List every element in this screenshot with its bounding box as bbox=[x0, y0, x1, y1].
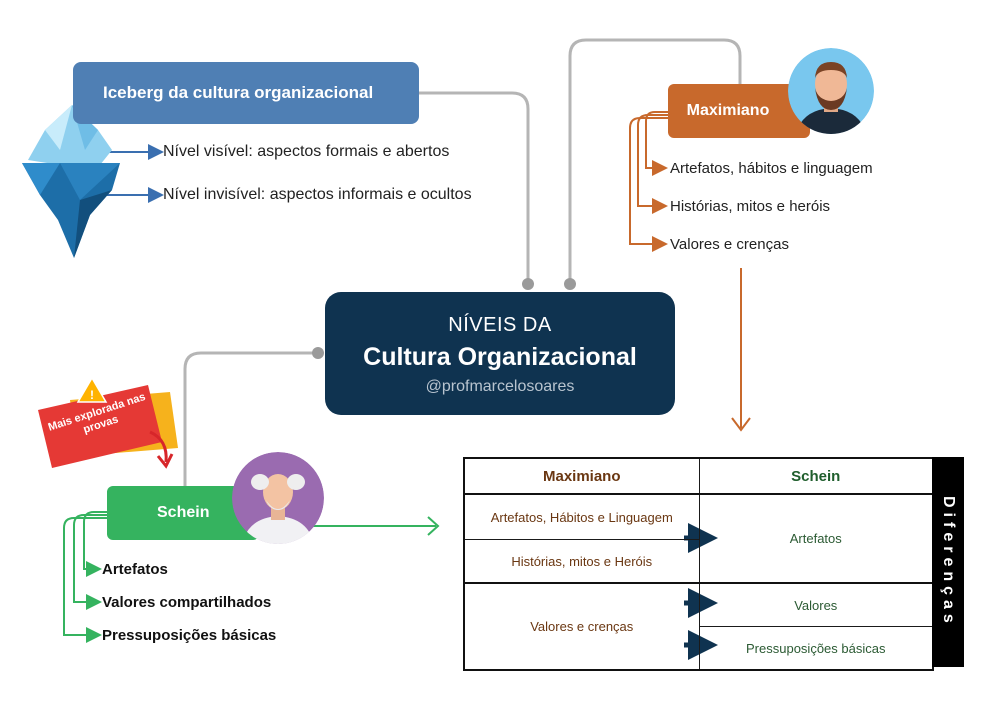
schein-avatar bbox=[232, 452, 324, 544]
schein-title: Schein bbox=[157, 504, 210, 521]
maximiano-title: Maximiano bbox=[686, 102, 770, 119]
warning-badge-shape: ! bbox=[38, 376, 178, 469]
schein-item-2: Valores compartilhados bbox=[102, 594, 272, 611]
iceberg-item-visible: Nível visível: aspectos formais e aberto… bbox=[163, 143, 450, 160]
iceberg-icon bbox=[22, 105, 120, 258]
table-cell-max-3: Valores e crenças bbox=[463, 582, 700, 671]
maximiano-box: Maximiano bbox=[668, 84, 810, 138]
maximiano-avatar bbox=[788, 48, 874, 134]
table-header-maximiano: Maximiano bbox=[463, 457, 700, 495]
central-topic-line1: NÍVEIS DA bbox=[448, 314, 552, 336]
comparison-table: Maximiano Schein Artefatos, Hábitos e Li… bbox=[463, 457, 934, 671]
author-handle: @profmarcelosoares bbox=[425, 378, 575, 395]
maximiano-item-1: Artefatos, hábitos e linguagem bbox=[670, 160, 873, 177]
connector-schein-center bbox=[183, 351, 318, 486]
differences-side-label: Diferenças bbox=[932, 457, 964, 667]
table-cell-schein-3: Pressuposições básicas bbox=[698, 626, 934, 671]
table-header-schein: Schein bbox=[698, 457, 934, 495]
table-cell-schein-1: Artefatos bbox=[698, 493, 934, 584]
iceberg-title-box: Iceberg da cultura organizacional bbox=[73, 62, 419, 124]
differences-label-text: Diferenças bbox=[940, 496, 957, 628]
schein-item-1: Artefatos bbox=[102, 561, 168, 578]
table-cell-max-2: Histórias, mitos e Heróis bbox=[463, 539, 700, 584]
central-topic-box: NÍVEIS DA Cultura Organizacional @profma… bbox=[325, 292, 675, 415]
table-cell-schein-2: Valores bbox=[698, 582, 934, 627]
iceberg-title: Iceberg da cultura organizacional bbox=[103, 83, 374, 102]
maximiano-item-2: Histórias, mitos e heróis bbox=[670, 198, 831, 215]
schein-item-3: Pressuposições básicas bbox=[102, 627, 277, 644]
maximiano-item-3: Valores e crenças bbox=[670, 236, 789, 253]
connector-iceberg-center bbox=[419, 91, 530, 284]
central-topic-title: Cultura Organizacional bbox=[363, 343, 637, 371]
iceberg-item-invisible: Nível invisível: aspectos informais e oc… bbox=[163, 186, 472, 203]
svg-text:!: ! bbox=[90, 388, 94, 402]
connector-maximiano-center bbox=[568, 38, 742, 284]
table-cell-max-1: Artefatos, Hábitos e Linguagem bbox=[463, 493, 700, 540]
